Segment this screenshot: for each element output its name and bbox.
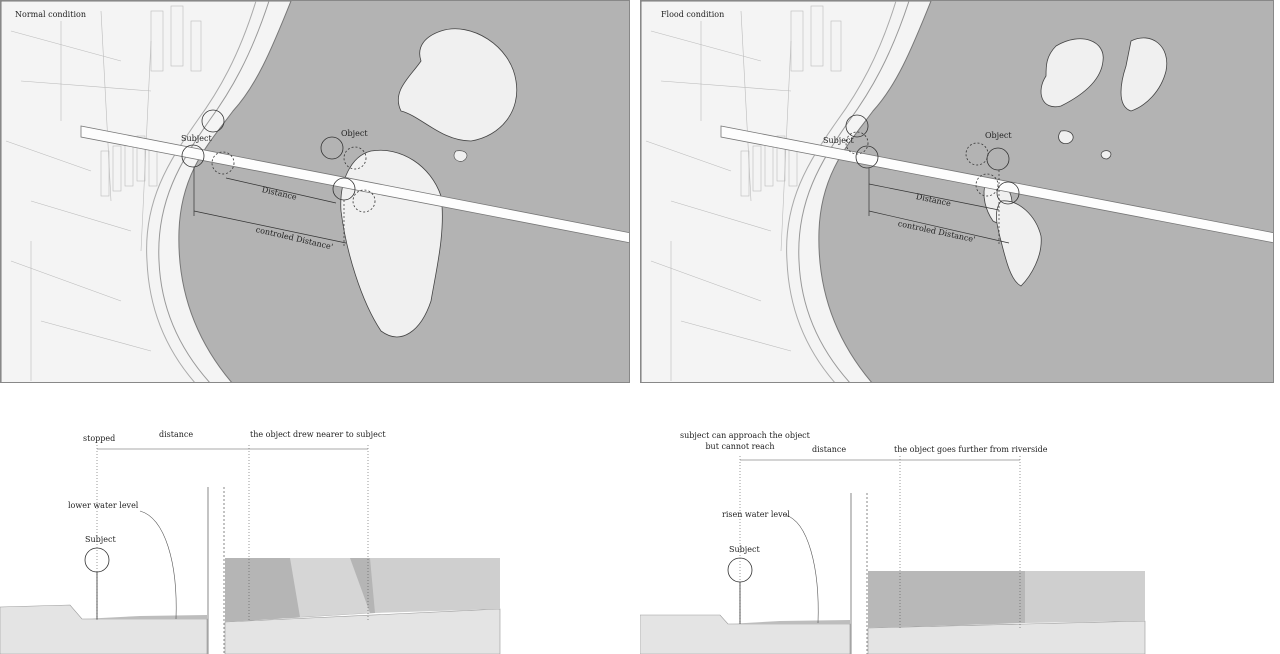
subject-label: Subject xyxy=(729,545,760,554)
subject-label: Subject xyxy=(181,134,212,143)
water-level-label: lower water level xyxy=(68,501,139,510)
section-normal: stopped distance the object drew nearer … xyxy=(0,383,640,654)
map-normal-condition: Normal condition Subject Object Distance… xyxy=(0,0,630,383)
west-bank-land xyxy=(641,1,932,382)
map-flood-condition: Flood condition Subject Object Distance … xyxy=(640,0,1274,383)
object-circle xyxy=(320,136,344,160)
section-flood-drawing xyxy=(640,456,1146,654)
subject-circle xyxy=(855,145,879,169)
subject-circle xyxy=(181,144,205,168)
west-bank-land xyxy=(1,1,292,382)
flooded-island-fragments xyxy=(983,37,1168,287)
further-label: the object goes further from riverside xyxy=(894,445,1048,454)
object-label: Object xyxy=(341,129,368,138)
subject-label: Subject xyxy=(85,535,116,544)
object-circle xyxy=(986,147,1010,171)
section-normal-drawing xyxy=(0,445,501,654)
water-level-label: risen water level xyxy=(722,510,790,519)
map-title-normal: Normal condition xyxy=(15,10,86,19)
section-flood: subject can approach the object but cann… xyxy=(640,383,1280,654)
object-label: Object xyxy=(985,131,1012,140)
approach-label-line2: but cannot reach xyxy=(705,442,775,451)
map-normal-drawing xyxy=(1,1,629,382)
bridge xyxy=(80,125,629,244)
water-surface xyxy=(82,615,207,619)
distance-label: distance xyxy=(159,430,194,439)
island-north xyxy=(397,28,518,142)
map-title-flood: Flood condition xyxy=(661,10,725,19)
riverside-road xyxy=(158,1,270,382)
water-surface xyxy=(728,620,850,624)
city-texture xyxy=(645,5,842,381)
island-south xyxy=(340,149,443,338)
map-flood-drawing xyxy=(641,1,1273,382)
riverside-road xyxy=(798,1,910,382)
subject-label: Subject xyxy=(823,136,854,145)
bridge xyxy=(720,125,1273,244)
stopped-label: stopped xyxy=(83,434,116,443)
nearer-label: the object drew nearer to subject xyxy=(250,430,386,439)
approach-label-line1: subject can approach the object xyxy=(680,431,810,440)
distance-label: distance xyxy=(812,445,847,454)
